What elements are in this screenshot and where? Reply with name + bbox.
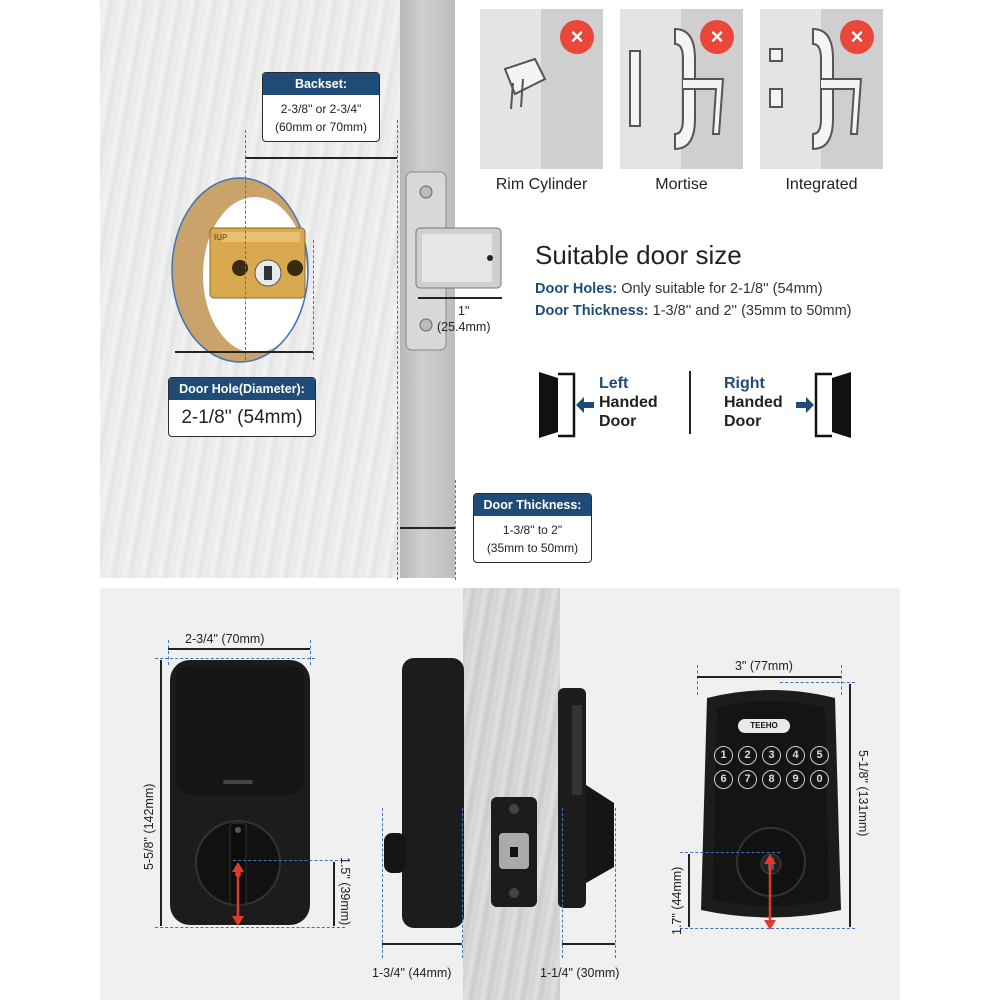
side-guide-a (382, 808, 383, 958)
backset-dimension-line (245, 157, 397, 159)
keypad-height-label: 5-1/8" (131mm) (856, 750, 870, 837)
integrated-label: Integrated (785, 176, 858, 193)
outside-depth-line (562, 943, 615, 945)
spec-key: Door Thickness: (535, 303, 649, 319)
spec-key: Door Holes: (535, 281, 618, 297)
smart-center-label: 1.5" (39mm) (338, 857, 352, 926)
smart-center-line (333, 862, 335, 926)
inside-depth-label: 1-3/4" (44mm) (372, 966, 452, 980)
keypad-center-line (688, 854, 690, 927)
spec-value: 1-3/8'' and 2'' (35mm to 50mm) (648, 303, 852, 319)
smart-width-line (168, 648, 310, 650)
diameter-guide-right (313, 240, 314, 360)
left-handed-door-icon (539, 372, 594, 438)
strike-plate-icon (491, 797, 537, 907)
door-word: Door (724, 413, 762, 430)
backset-line1: 2-3/8" or 2-3/4" (280, 102, 362, 116)
keypad-guide-left (697, 665, 698, 695)
door-thickness-header: Door Thickness: (474, 494, 591, 516)
side-profile-inside (384, 658, 464, 928)
keypad-guide-right (841, 665, 842, 695)
keypad-key: 7 (738, 770, 757, 789)
divider (689, 371, 691, 434)
smart-lock-front (170, 660, 310, 925)
mortise-label: Mortise (655, 176, 708, 193)
latch-stamp: IUP (214, 233, 228, 242)
backset-guide-left (245, 130, 246, 360)
door-thickness-line1: 1-3/8" to 2" (502, 523, 563, 537)
guide-top (155, 658, 315, 659)
door-hole-header: Door Hole(Diameter): (169, 378, 315, 400)
door-thickness-callout: Door Thickness: 1-3/8" to 2" (35mm to 50… (473, 493, 592, 563)
door-thickness-line2: (35mm to 50mm) (486, 541, 579, 555)
latch-dim-value: 1" (458, 304, 470, 318)
outside-depth-label: 1-1/4" (30mm) (540, 966, 620, 980)
keypad-key: 8 (762, 770, 781, 789)
inside-depth-line (382, 943, 462, 945)
keypad-key: 4 (786, 746, 805, 765)
rim-cylinder-label: Rim Cylinder (495, 176, 588, 193)
side-profile-outside (558, 688, 614, 908)
side-guide-d (615, 808, 616, 958)
keypad-key: 1 (714, 746, 733, 765)
handed-word: Handed (599, 394, 658, 411)
keypad-key: 6 (714, 770, 733, 789)
keypad-guide-top (780, 682, 855, 683)
suitable-title: Suitable door size (535, 240, 742, 270)
backset-callout: Backset: 2-3/8" or 2-3/4" (60mm or 70mm) (262, 72, 380, 142)
reject-icon: × (560, 20, 594, 54)
handed-word: Handed (724, 394, 783, 411)
smart-width-label: 2-3/4" (70mm) (185, 632, 265, 646)
latch-dimension-line (418, 297, 502, 299)
keypad-key: 2 (738, 746, 757, 765)
right-handed-label: Right Handed Door (724, 374, 783, 431)
keypad-key: 5 (810, 746, 829, 765)
left-handed-label: Left Handed Door (599, 374, 658, 431)
keypad-key: 3 (762, 746, 781, 765)
right-handed-door-icon (796, 372, 851, 438)
brand-badge: TEEHO (738, 719, 790, 733)
rim-cylinder-thumb (480, 9, 603, 169)
side-guide-c (562, 808, 563, 958)
guide-left (168, 640, 169, 665)
left-word: Left (599, 375, 629, 392)
right-word: Right (724, 375, 765, 392)
keypad-guide-center (680, 852, 780, 853)
keypad-guide-bottom (680, 928, 855, 929)
bore-hole-illustration (171, 177, 309, 363)
door-hole-value: 2-1/8'' (54mm) (181, 407, 303, 428)
door-edge-guide-left (397, 120, 398, 580)
latch-dim-mm: (25.4mm) (437, 320, 491, 334)
door-edge-guide-right (455, 480, 456, 580)
guide-right (310, 640, 311, 665)
diameter-dimension-line (175, 351, 313, 353)
reject-icon: × (840, 20, 874, 54)
keypad-width-line (697, 676, 841, 678)
backset-line2: (60mm or 70mm) (274, 120, 367, 134)
side-guide-b (462, 808, 463, 958)
smart-height-label: 5-5/8" (142mm) (142, 783, 156, 870)
guide-bottom (155, 927, 345, 928)
spec-door-holes: Door Holes: Only suitable for 2-1/8'' (5… (535, 281, 823, 297)
keypad-key: 0 (810, 770, 829, 789)
latch-illustration (405, 171, 502, 351)
backset-header: Backset: (263, 73, 379, 95)
center-arrow-icon (232, 862, 244, 926)
door-word: Door (599, 413, 637, 430)
keypad-center-arrow-icon (764, 854, 776, 930)
thickness-dimension-line (400, 527, 455, 529)
keypad-key: 9 (786, 770, 805, 789)
keypad-height-line (849, 684, 851, 927)
spec-door-thickness: Door Thickness: 1-3/8'' and 2'' (35mm to… (535, 303, 851, 319)
keypad-width-label: 3" (77mm) (735, 659, 793, 673)
reject-icon: × (700, 20, 734, 54)
mortise-thumb (620, 9, 743, 169)
door-hole-callout: Door Hole(Diameter): 2-1/8'' (54mm) (168, 377, 316, 437)
keypad-center-label: 1.7" (44mm) (670, 866, 684, 935)
guide-center (233, 860, 343, 861)
door-cross-section (463, 588, 560, 1000)
spec-value: Only suitable for 2-1/8'' (54mm) (617, 281, 823, 297)
smart-height-line (160, 660, 162, 926)
